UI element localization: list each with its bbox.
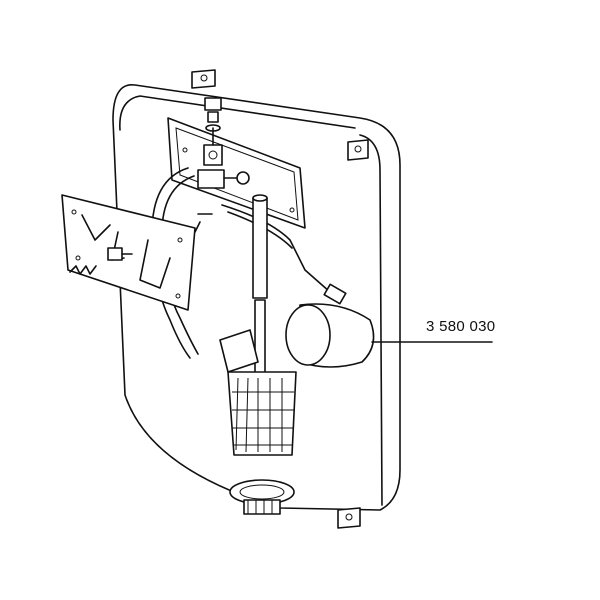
mounting-bracket-top — [191, 69, 216, 89]
spring-and-bolt — [69, 247, 133, 275]
inlet-fitting — [197, 97, 250, 189]
mounting-bracket-bottom — [337, 507, 361, 529]
part-number-label: 3 580 030 — [426, 318, 496, 335]
filter-basket — [219, 329, 297, 456]
float-cylinder — [285, 303, 375, 368]
outlet-fitting — [229, 479, 295, 515]
mounting-bracket-right — [347, 139, 369, 161]
valve-panel — [167, 117, 306, 229]
level-sensor-tube — [252, 194, 268, 381]
